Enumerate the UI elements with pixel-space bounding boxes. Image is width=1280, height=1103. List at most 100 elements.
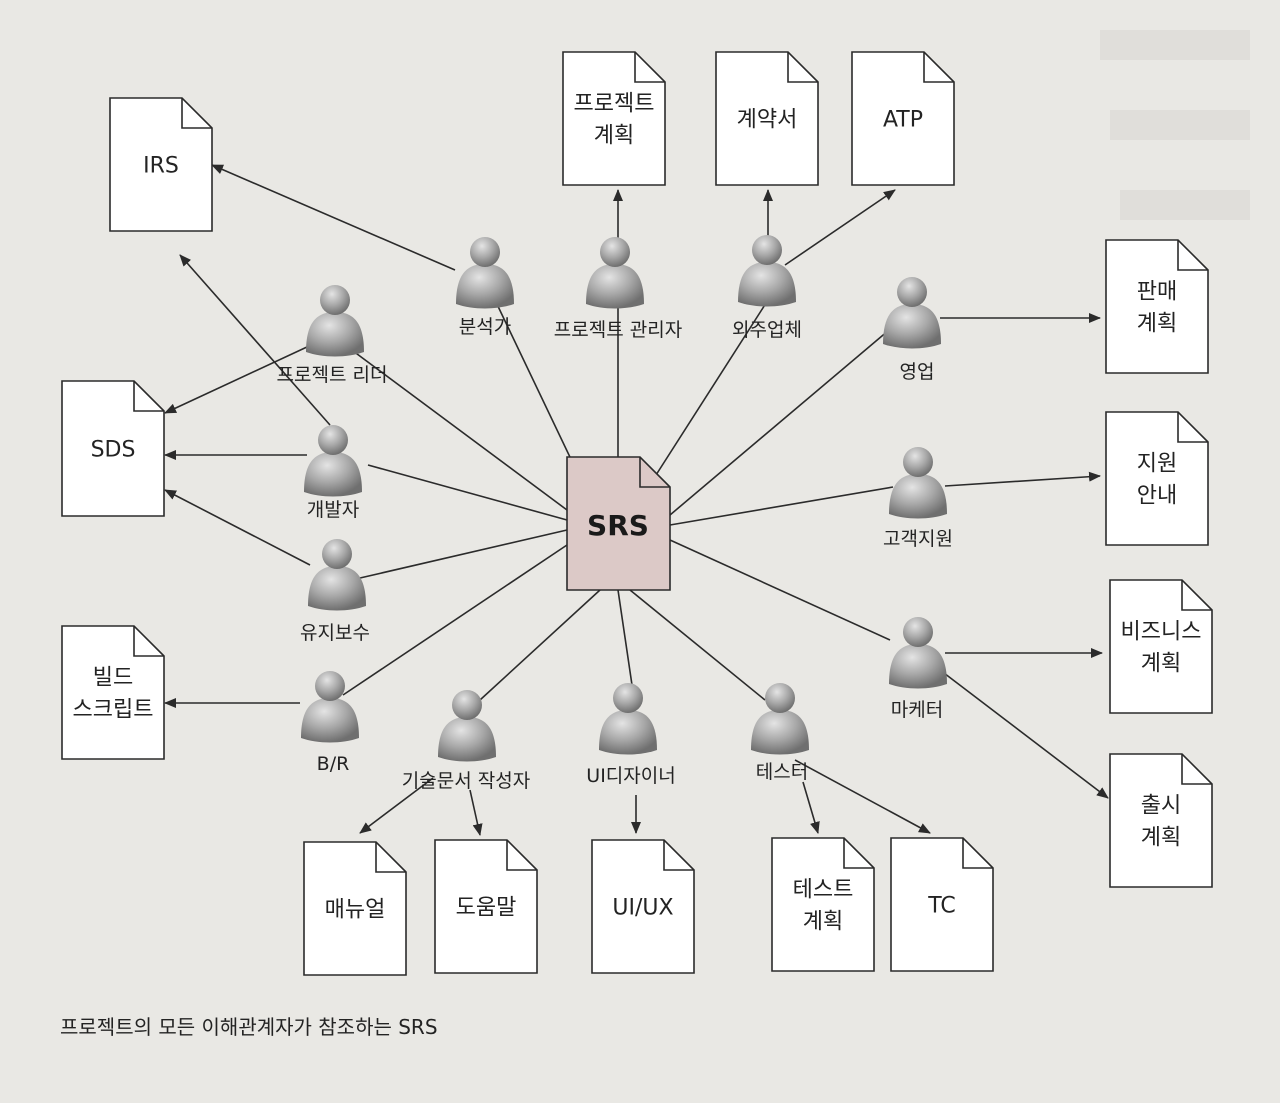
doc-label: 출시 bbox=[1141, 794, 1181, 819]
role-label: 프로젝트 리더 bbox=[277, 364, 388, 386]
doc-label: TC bbox=[927, 894, 956, 919]
person-project-leader: 프로젝트 리더 bbox=[277, 285, 388, 386]
person-icon bbox=[599, 683, 657, 755]
arrow-connector bbox=[469, 789, 483, 836]
line-connector bbox=[344, 344, 568, 511]
arrow-connector bbox=[359, 777, 434, 834]
doc-sds: SDS bbox=[61, 380, 165, 517]
person-icon bbox=[586, 237, 644, 309]
doc-label: 판매 bbox=[1137, 280, 1177, 305]
role-label: B/R bbox=[317, 753, 350, 775]
srs-document: SRS bbox=[566, 456, 671, 591]
line-connector bbox=[669, 324, 896, 516]
line-connector bbox=[359, 529, 568, 579]
doc-label: 계약서 bbox=[737, 108, 798, 133]
role-label: 영업 bbox=[900, 361, 935, 383]
role-label: 고객지원 bbox=[883, 528, 953, 550]
person-icon bbox=[304, 425, 362, 497]
doc-atp: ATP bbox=[851, 51, 955, 186]
role-label: 테스터 bbox=[756, 761, 808, 783]
person-icon bbox=[456, 237, 514, 309]
line-connector bbox=[367, 464, 568, 521]
doc-label: ATP bbox=[883, 108, 923, 133]
doc-label: 빌드 bbox=[93, 666, 133, 691]
arrow-connector bbox=[939, 669, 1109, 799]
doc-label: 비즈니스 bbox=[1121, 620, 1202, 645]
person-icon bbox=[301, 671, 359, 743]
doc-label: 계획 bbox=[594, 124, 634, 149]
role-label: 개발자 bbox=[307, 499, 359, 521]
doc-label: 스크립트 bbox=[73, 698, 154, 723]
line-connector bbox=[669, 539, 891, 641]
person-icon bbox=[738, 235, 796, 307]
line-connector bbox=[639, 299, 769, 501]
srs-label: SRS bbox=[587, 509, 649, 542]
arrow-connector bbox=[944, 471, 1101, 487]
role-label: 외주업체 bbox=[732, 319, 802, 341]
person-icon bbox=[306, 285, 364, 357]
doc-label: 계획 bbox=[803, 910, 843, 935]
role-label: 마케터 bbox=[891, 699, 943, 721]
person-icon bbox=[438, 690, 496, 762]
doc-label: 프로젝트 bbox=[574, 92, 655, 117]
page-background bbox=[1100, 30, 1250, 220]
arrow-connector bbox=[802, 781, 820, 834]
person-marketer: 마케터 bbox=[889, 617, 947, 721]
person-icon bbox=[889, 447, 947, 519]
arrow-connector bbox=[179, 254, 331, 426]
doc-label: 계획 bbox=[1137, 312, 1177, 337]
connector-lines bbox=[164, 164, 1109, 836]
person-tech-writer: 기술문서 작성자 bbox=[402, 690, 530, 792]
arrow-connector bbox=[211, 164, 456, 271]
doc-help: 도움말 bbox=[434, 839, 538, 974]
doc-tc: TC bbox=[890, 837, 994, 972]
doc-uiux: UI/UX bbox=[591, 839, 695, 974]
person-analyst: 분석가 bbox=[456, 237, 514, 338]
doc-label: 테스트 bbox=[793, 878, 854, 903]
doc-contract: 계약서 bbox=[715, 51, 819, 186]
role-label: 유지보수 bbox=[300, 622, 370, 644]
person-maintenance: 유지보수 bbox=[300, 539, 370, 644]
doc-label: 지원 bbox=[1137, 452, 1177, 477]
doc-irs: IRS bbox=[109, 97, 213, 232]
person-sales: 영업 bbox=[883, 277, 941, 383]
person-outsourcer: 외주업체 bbox=[732, 235, 802, 341]
doc-label: 매뉴얼 bbox=[325, 898, 386, 923]
person-build-release: B/R bbox=[301, 671, 359, 775]
arrow-connector bbox=[164, 339, 323, 414]
line-connector bbox=[629, 589, 766, 701]
person-developer: 개발자 bbox=[304, 425, 362, 521]
arrow-connector bbox=[794, 759, 931, 834]
doc-manual: 매뉴얼 bbox=[303, 841, 407, 976]
person-icon bbox=[883, 277, 941, 349]
doc-label: UI/UX bbox=[612, 896, 673, 921]
person-ui-designer: UI디자이너 bbox=[586, 683, 676, 787]
line-connector bbox=[669, 486, 894, 526]
arrow-connector bbox=[784, 189, 896, 266]
person-icon bbox=[751, 683, 809, 755]
figure-caption: 프로젝트의 모든 이해관계자가 참조하는 SRS bbox=[60, 1015, 438, 1039]
doc-label: IRS bbox=[143, 154, 179, 179]
person-project-manager: 프로젝트 관리자 bbox=[554, 237, 682, 341]
doc-label: 안내 bbox=[1137, 484, 1177, 509]
doc-label: 계획 bbox=[1141, 826, 1181, 851]
doc-label: 도움말 bbox=[456, 896, 517, 921]
doc-label: SDS bbox=[91, 438, 136, 463]
role-label: 기술문서 작성자 bbox=[402, 770, 530, 792]
doc-label: 계획 bbox=[1141, 652, 1181, 677]
role-label: UI디자이너 bbox=[586, 765, 675, 787]
line-connector bbox=[342, 544, 568, 696]
line-connector bbox=[479, 589, 601, 701]
person-tester: 테스터 bbox=[751, 683, 809, 783]
line-connector bbox=[617, 589, 633, 686]
role-label: 분석가 bbox=[459, 316, 511, 338]
person-icon bbox=[889, 617, 947, 689]
